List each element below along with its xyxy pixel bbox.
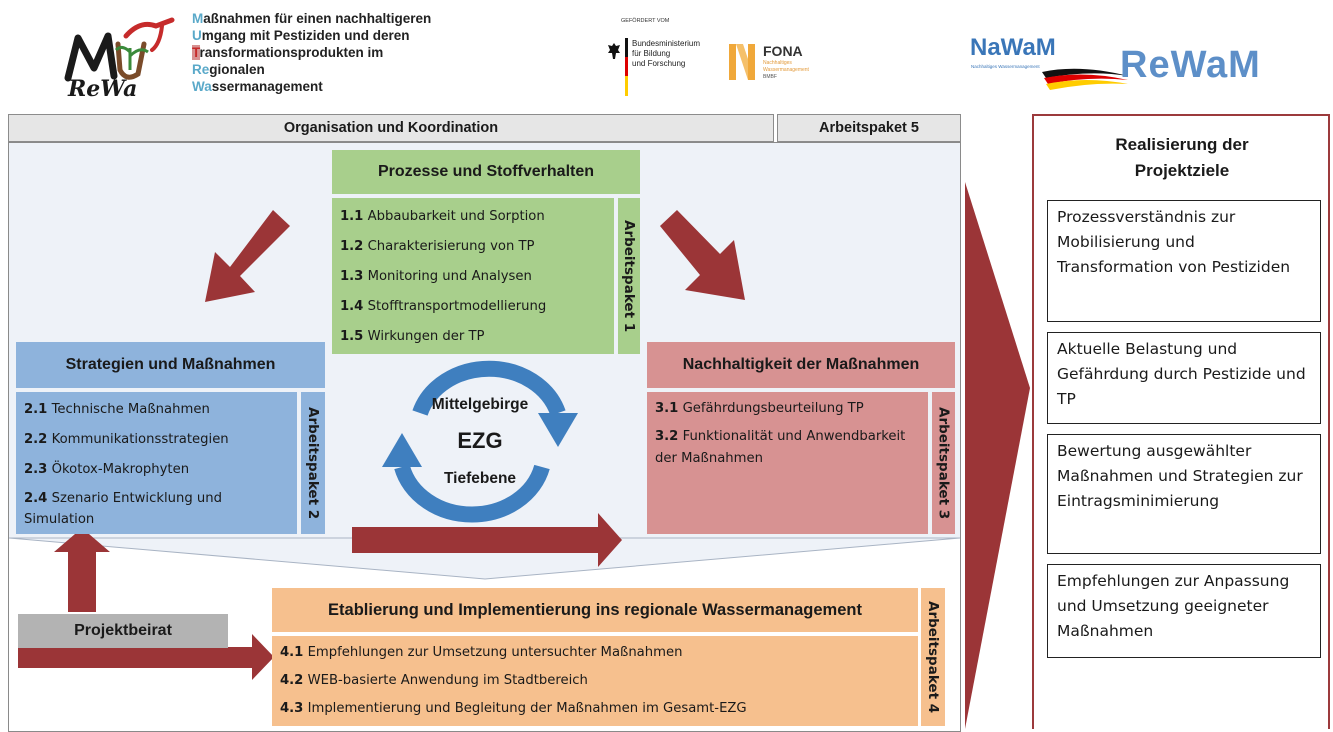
wp1-item: 1.2 Charakterisierung von TP [340,239,535,254]
wp3-list: 3.1 Gefährdungsbeurteilung TP 3.2 Funkti… [647,392,928,534]
wp3-item: 3.1 Gefährdungsbeurteilung TP [655,401,864,416]
wp2-item: 2.3 Ökotox-Makrophyten [24,462,190,477]
german-flag-stripe [625,38,628,96]
fona-title: FONA [763,43,803,59]
wp2-title: Strategien und Maßnahmen [16,342,325,388]
goal-item: Prozessverständnis zur Mobilisierung und… [1047,200,1321,322]
nawam-logo: NaWaM Nachhaltiges Wassermanagement [970,34,1080,74]
eagle-icon [607,42,621,60]
project-line-2: Umgang mit Pestiziden und deren [192,28,410,43]
project-line-1: Maßnahmen für einen nachhaltigeren [192,11,432,26]
bmbf-text: Bundesministerium für Bildung und Forsch… [632,39,701,68]
cycle-middle-label: EZG [457,428,503,453]
project-line-5: Wassermanagement [192,79,323,94]
goals-title: Realisierung der Projektziele [1115,135,1249,180]
wp2-item: 2.4 Szenario Entwicklung und Simulation [24,491,222,527]
fona-mark-icon [729,44,755,80]
wp4-item: 4.1 Empfehlungen zur Umsetzung untersuch… [280,645,683,660]
arrow-beirat-to-wp2 [54,528,110,612]
wp1-item: 1.4 Stofftransportmodellierung [340,299,547,314]
wp2-list: 2.1 Technische Maßnahmen 2.2 Kommunikati… [16,392,297,534]
bmbf-logo: GEFÖRDERT VOM Bundesministerium für Bild… [605,18,715,98]
wp1-title: Prozesse und Stoffverhalten [332,150,640,194]
wp4-title: Etablierung und Implementierung ins regi… [272,588,918,632]
arrow-to-goals [965,182,1030,729]
cycle-bottom-label: Tiefebene [443,470,517,487]
wp4-item: 4.2 WEB-basierte Anwendung im Stadtberei… [280,673,588,688]
wp4-list: 4.1 Empfehlungen zur Umsetzung untersuch… [272,636,918,726]
goals-frame [1032,114,1330,729]
wp1-list: 1.1 Abbaubarkeit und Sorption 1.2 Charak… [332,198,614,354]
header: ReWa Maßnahmen für einen nachhaltigeren … [0,0,1333,112]
mureva-logo-graphic [64,17,175,82]
goal-item: Empfehlungen zur Anpassung und Umsetzung… [1047,564,1321,658]
flag-swoosh-icon [1042,68,1128,90]
nawam-sub: Nachhaltiges Wassermanagement [971,64,1040,69]
arrow-beirat-to-wp4 [18,634,274,680]
arrow-center-to-wp3 [352,513,622,567]
wp3-title: Nachhaltigkeit der Maßnahmen [647,342,955,388]
funder-caption: GEFÖRDERT VOM [621,18,670,24]
nawam-title: NaWaM [970,34,1056,61]
mureva-logo: ReWa [60,10,180,105]
project-line-3: Transformationsprodukten im [192,45,384,60]
wp1-ap-label: Arbeitspaket 1 [618,198,640,354]
mureva-logo-sub: ReWa [68,76,138,102]
org-bar: Organisation und Koordination [8,114,774,142]
wp3-ap-label: Arbeitspaket 3 [932,392,955,534]
fona-sub: Nachhaltiges Wassermanagement BMBF [763,60,809,80]
wp4-ap-label: Arbeitspaket 4 [921,588,945,726]
wp1-item: 1.3 Monitoring und Analysen [340,269,532,284]
wp4-item: 4.3 Implementierung und Begleitung der M… [280,701,747,716]
project-line-4: Regionalen [192,62,265,77]
wp2-ap-label: Arbeitspaket 2 [301,392,325,534]
ap5-label: Arbeitspaket 5 [819,120,919,136]
fona-logo: FONA Nachhaltiges Wassermanagement BMBF [727,42,827,84]
wp3-item: 3.2 Funktionalität und Anwendbarkeit der… [655,429,906,466]
arrow-wp1-to-wp3 [660,210,745,300]
wp1-item: 1.5 Wirkungen der TP [340,329,485,344]
rewam-title: ReWaM [1120,44,1261,86]
ap5-bar: Arbeitspaket 5 [777,114,961,142]
wp1-item: 1.1 Abbaubarkeit und Sorption [340,209,545,224]
org-bar-label: Organisation und Koordination [283,120,499,136]
project-name: Maßnahmen für einen nachhaltigeren Umgan… [192,10,492,95]
beirat-box: Projektbeirat [18,614,228,648]
wp2-item: 2.2 Kommunikationsstrategien [24,432,229,447]
goal-item: Aktuelle Belastung und Gefährdung durch … [1047,332,1321,424]
cycle-arrows-icon [382,360,578,523]
cycle-top-label: Mittelgebirge [431,396,529,413]
goal-item: Bewertung ausgewählter Maßnahmen und Str… [1047,434,1321,554]
arrow-wp1-to-wp2 [205,210,290,302]
wp2-item: 2.1 Technische Maßnahmen [24,402,210,417]
